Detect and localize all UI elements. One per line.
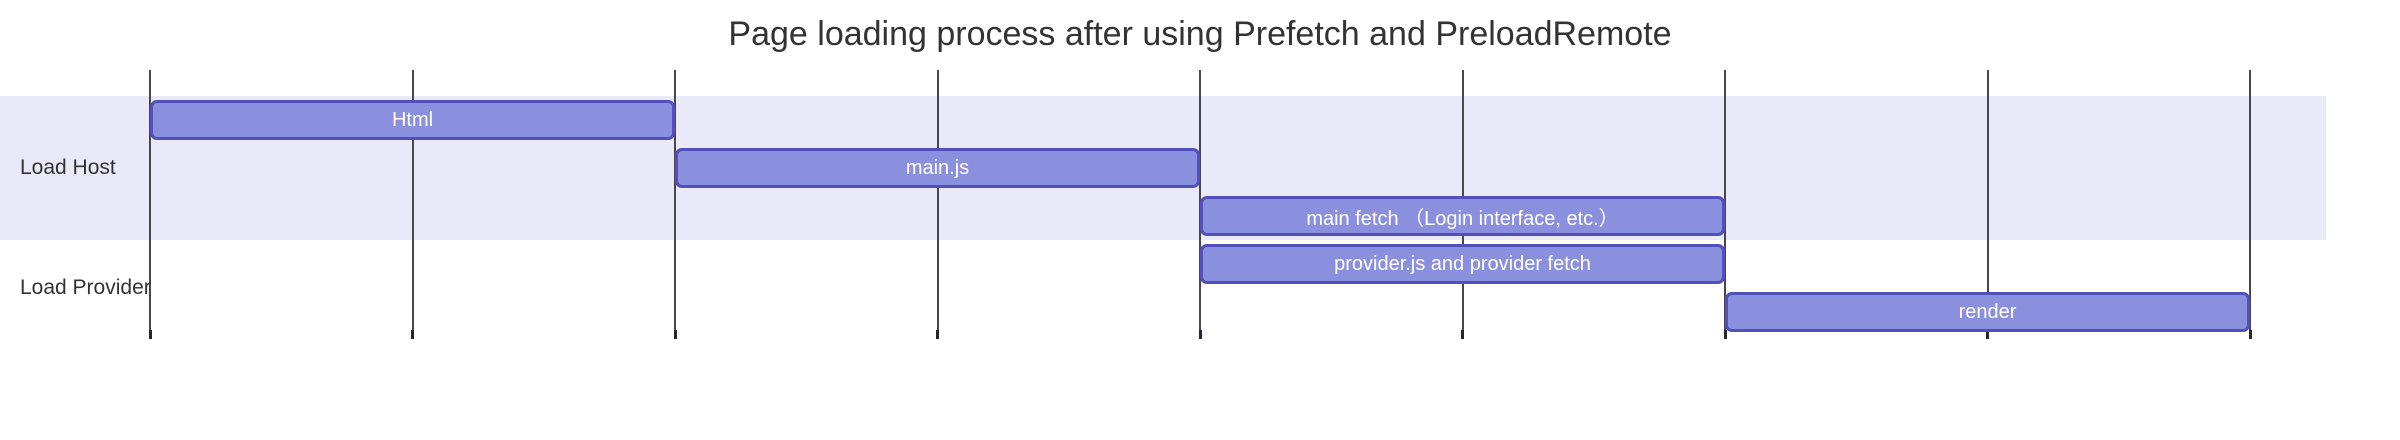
grid-line — [149, 70, 151, 330]
task-bar-label: Html — [391, 108, 434, 131]
section-label: Load Provider — [20, 276, 151, 299]
grid-line — [936, 70, 939, 330]
axis-tick — [148, 330, 152, 339]
grid-line — [2249, 70, 2251, 330]
grid-line — [674, 70, 676, 330]
axis-tick — [1461, 330, 1464, 339]
task-bar: Html — [150, 100, 675, 140]
axis-tick — [1723, 330, 1727, 339]
task-bar: render — [1725, 292, 2250, 332]
task-bar: main fetch （Login interface, etc.） — [1200, 196, 1725, 236]
axis-tick — [936, 330, 939, 339]
section-label: Load Host — [20, 156, 116, 179]
axis-tick — [1986, 330, 1989, 339]
task-bar-label: main fetch （Login interface, etc.） — [1306, 207, 1619, 230]
chart-title: Page loading process after using Prefetc… — [728, 15, 1672, 53]
axis-tick — [2248, 330, 2252, 339]
grid-line — [1724, 70, 1726, 330]
grid-line — [1986, 70, 1989, 330]
grid-line — [411, 70, 414, 330]
task-bar: main.js — [675, 148, 1200, 188]
axis-tick — [673, 330, 677, 339]
task-bar: provider.js and provider fetch — [1200, 244, 1725, 284]
task-bar-label: render — [1958, 300, 2017, 323]
task-bar-label: provider.js and provider fetch — [1334, 252, 1591, 275]
axis-tick — [1198, 330, 1202, 339]
axis-tick — [411, 330, 414, 339]
task-bar-label: main.js — [905, 156, 970, 179]
